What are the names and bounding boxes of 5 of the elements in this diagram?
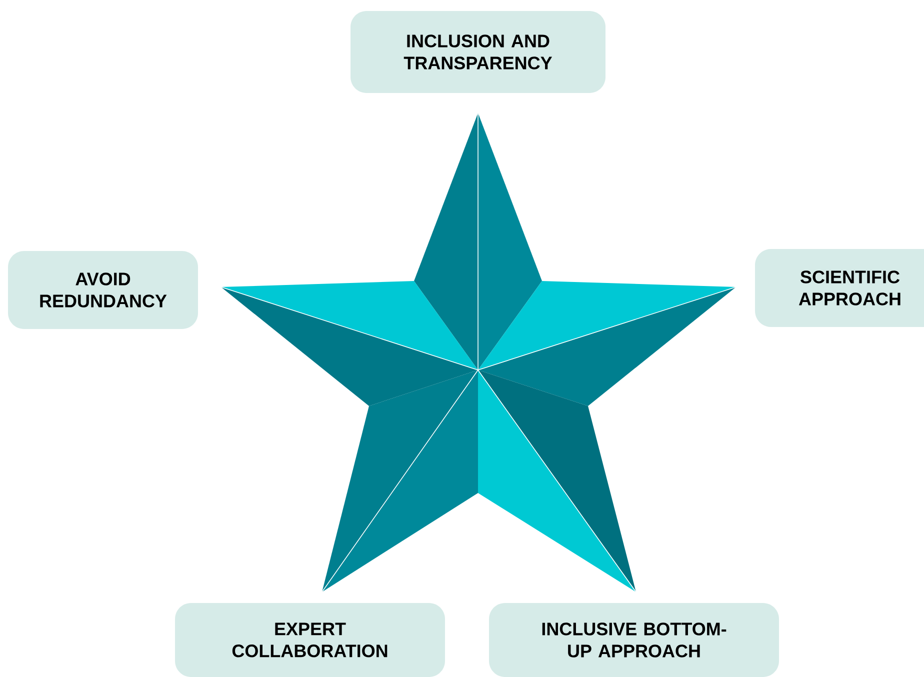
label-box: EXPERT COLLABORATION [175,603,445,677]
label-box: INCLUSIVE BOTTOM- UP APPROACH [489,603,779,677]
label-box: AVOID REDUNDANCY [8,251,198,329]
label-box: SCIENTIFIC APPROACH [755,249,924,327]
label-box: INCLUSION AND TRANSPARENCY [350,11,606,93]
